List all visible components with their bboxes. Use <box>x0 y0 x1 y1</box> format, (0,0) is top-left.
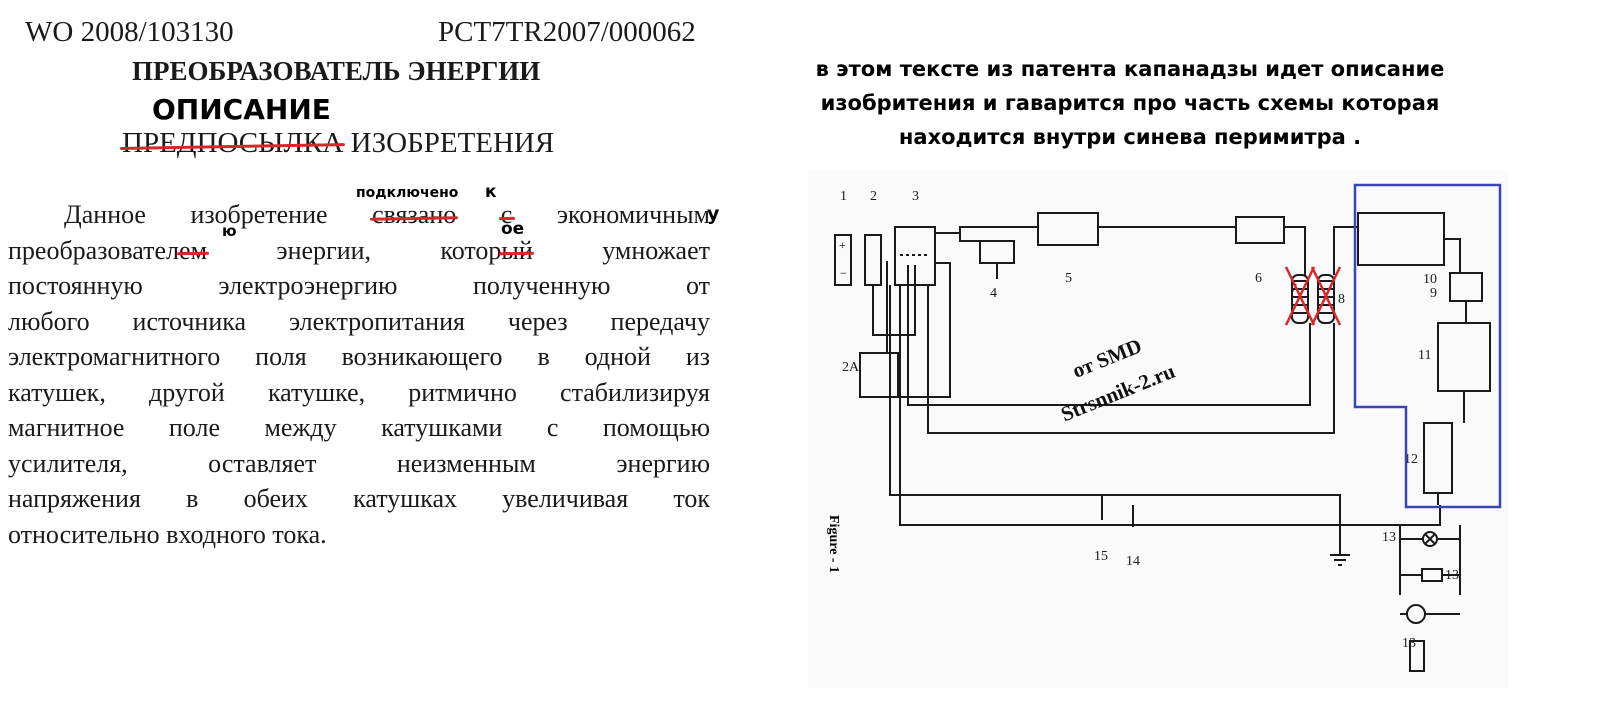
struck-word: ый <box>501 233 532 269</box>
text-fragment: умножает <box>602 235 710 265</box>
text-fragment: котор <box>440 235 502 265</box>
publication-number: WO 2008/103130 <box>25 16 234 48</box>
label-3: 3 <box>912 189 919 204</box>
label-1: 1 <box>840 189 847 204</box>
struck-heading-word: ПРЕДПОСЫЛКА <box>122 127 344 159</box>
text-fragment: энергии, <box>276 235 372 265</box>
struck-word: с <box>501 197 513 233</box>
diagram-background <box>808 170 1508 688</box>
correction-k: к <box>485 182 497 202</box>
paragraph-line: постоянную электроэнергию полученную от <box>8 271 710 300</box>
struck-word: связано <box>372 197 456 233</box>
battery-plus: + <box>839 238 846 252</box>
correction-u: у <box>707 203 720 225</box>
paragraph-line: напряжения в обеих катушках увеличивая т… <box>8 484 710 513</box>
paragraph-line: относительно входного тока. <box>8 519 327 549</box>
label-9: 9 <box>1430 286 1437 301</box>
highlight-perimeter <box>1353 183 1502 509</box>
paragraph-line: электромагнитного поля возникающего в од… <box>8 342 710 371</box>
text-fragment: Данное изобретение <box>64 200 328 229</box>
struck-word: ем <box>179 233 207 269</box>
paragraph-line: любого источника электропитания через пе… <box>8 306 710 336</box>
label-13b: 13 <box>1445 568 1459 583</box>
description-paragraph: Данное изобретение связано с экономичным… <box>8 197 710 552</box>
block-13-bottom <box>1409 640 1425 672</box>
figure-label: Figure - 1 <box>826 515 841 573</box>
annotation-line: в этом тексте из патента капанадзы идет … <box>815 57 1445 81</box>
annotation-line: находится внутри синева перимитра . <box>898 125 1362 149</box>
label-8: 8 <box>1338 292 1345 307</box>
pct-number: PCT7TR2007/000062 <box>438 16 696 48</box>
label-6: 6 <box>1255 271 1262 286</box>
cross-out-marks <box>1284 266 1342 326</box>
paragraph-line: магнитное поле между катушками с помощью <box>8 413 710 442</box>
circuit-diagram: + − 1 2 3 2A 4 5 6 7 8 9 10 11 12 13 13 … <box>808 170 1508 688</box>
paragraph-line: преобразователем энергии, который умножа… <box>8 233 710 269</box>
label-4: 4 <box>990 286 997 301</box>
annotation-line: изобритения и гаварится про часть схемы … <box>820 91 1440 115</box>
text-fragment: экономичным <box>556 200 710 229</box>
label-10: 10 <box>1423 272 1437 287</box>
label-15: 15 <box>1094 549 1108 564</box>
paragraph-line: катушек, другой катушке, ритмично стабил… <box>8 377 710 407</box>
paragraph-line: усилителя, оставляет неизменным энергию <box>8 448 710 478</box>
label-2a: 2A <box>842 360 860 375</box>
label-13c: 13 <box>1402 636 1416 651</box>
annotation-note: в этом тексте из патента капанадзы идет … <box>780 52 1480 154</box>
label-12: 12 <box>1404 452 1418 467</box>
section-heading-rest: ИЗОБРЕТЕНИЯ <box>350 127 555 159</box>
block-6 <box>1235 216 1285 244</box>
label-14: 14 <box>1126 554 1140 569</box>
battery-minus: − <box>840 266 847 280</box>
block-5 <box>1037 212 1099 246</box>
added-heading: ОПИСАНИЕ <box>152 93 331 126</box>
label-7: 7 <box>1290 282 1297 297</box>
text-fragment: преобразовател <box>8 235 180 265</box>
label-2: 2 <box>870 189 877 204</box>
paragraph-line: Данное изобретение связано с экономичным <box>8 197 710 233</box>
label-5: 5 <box>1065 271 1072 286</box>
label-11: 11 <box>1418 348 1431 363</box>
battery-1 <box>834 234 852 286</box>
section-heading: ПРЕДПОСЫЛКА ИЗОБРЕТЕНИЯ <box>122 127 554 160</box>
label-13a: 13 <box>1382 530 1396 545</box>
document-title: ПРЕОБРАЗОВАТЕЛЬ ЭНЕРГИИ <box>132 56 541 86</box>
block-2a <box>859 352 899 398</box>
correction-yu: ю <box>222 222 237 240</box>
